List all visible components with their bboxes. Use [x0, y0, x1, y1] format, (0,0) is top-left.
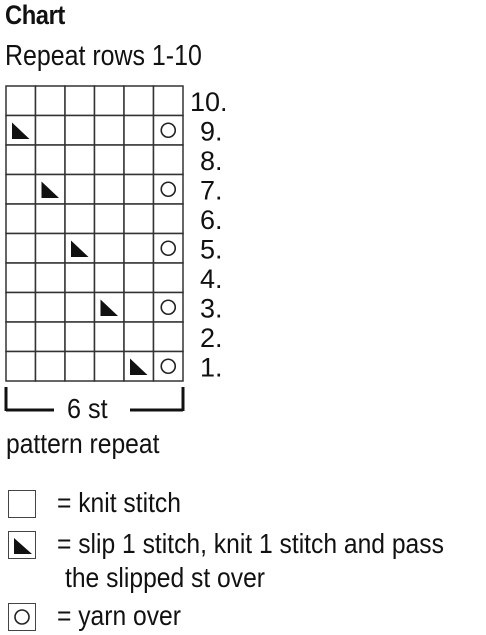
row-number-label: 1.: [200, 353, 223, 383]
chart-cell: [34, 144, 66, 176]
slip-stitch-symbol: [41, 181, 59, 198]
chart-cell: [34, 232, 66, 264]
row-number-label: 9.: [200, 117, 223, 147]
row-number-label: 4.: [200, 264, 223, 294]
chart-cell: [64, 232, 96, 264]
chart-cell: [93, 350, 125, 382]
empty-square-icon: [8, 490, 36, 518]
yarn-over-symbol: [160, 181, 177, 198]
black-triangle-icon: [8, 531, 36, 559]
chart-cell: [93, 262, 125, 294]
row-number-label: 10.: [190, 87, 228, 117]
chart-cell: [123, 203, 155, 235]
row-number-label: 7.: [200, 176, 223, 206]
chart-cell: [64, 85, 96, 117]
slip-stitch-symbol: [12, 122, 30, 139]
chart-cell: [64, 114, 96, 146]
chart-cell: [152, 85, 184, 117]
yarn-over-symbol: [160, 299, 177, 316]
chart-cell: [34, 350, 66, 382]
chart-cell: [93, 114, 125, 146]
chart-cell: [152, 232, 184, 264]
slip-stitch-symbol: [130, 358, 148, 375]
circle-icon: [8, 603, 36, 631]
slip-stitch-symbol: [71, 240, 89, 257]
slip-stitch-symbol: [100, 299, 118, 316]
chart-cell: [93, 203, 125, 235]
chart-cell: [152, 144, 184, 176]
chart-cell: [123, 114, 155, 146]
chart-cell: [5, 350, 37, 382]
chart-cell: [123, 232, 155, 264]
chart-title: Chart: [5, 0, 65, 30]
chart-cell: [93, 232, 125, 264]
legend-text-knit: = knit stitch: [57, 487, 181, 518]
chart-subtitle: Repeat rows 1-10: [5, 40, 202, 72]
chart-cell: [5, 203, 37, 235]
chart-cell: [5, 262, 37, 294]
chart-cell: [64, 144, 96, 176]
legend-text-slip: = slip 1 stitch, knit 1 stitch and pass: [57, 528, 444, 559]
chart-cell: [93, 85, 125, 117]
row-number-label: 2.: [200, 323, 223, 353]
chart-cell: [34, 262, 66, 294]
chart-cell: [93, 321, 125, 353]
chart-cell: [123, 144, 155, 176]
chart-cell: [64, 203, 96, 235]
chart-cell: [5, 232, 37, 264]
row-number-label: 3.: [200, 294, 223, 324]
chart-cell: [152, 114, 184, 146]
chart-cell: [5, 85, 37, 117]
chart-cell: [64, 262, 96, 294]
chart-cell: [34, 85, 66, 117]
chart-cell: [5, 114, 37, 146]
legend-text-slip-cont: the slipped st over: [65, 562, 265, 593]
chart-cell: [64, 173, 96, 205]
chart-cell: [152, 291, 184, 323]
chart-cell: [64, 291, 96, 323]
chart-cell: [64, 321, 96, 353]
row-number-label: 6.: [200, 205, 223, 235]
chart-cell: [5, 321, 37, 353]
chart-cell: [93, 144, 125, 176]
yarn-over-symbol: [160, 358, 177, 375]
chart-cell: [34, 291, 66, 323]
chart-cell: [152, 203, 184, 235]
chart-cell: [34, 173, 66, 205]
chart-cell: [152, 173, 184, 205]
row-number-label: 8.: [200, 146, 223, 176]
yarn-over-symbol: [160, 240, 177, 257]
chart-cell: [152, 350, 184, 382]
legend-text-yo: = yarn over: [57, 600, 181, 631]
chart-cell: [93, 291, 125, 323]
chart-cell: [64, 350, 96, 382]
chart-cell: [123, 262, 155, 294]
pattern-repeat-label: pattern repeat: [6, 428, 160, 459]
chart-cell: [152, 262, 184, 294]
chart-cell: [152, 321, 184, 353]
chart-cell: [5, 144, 37, 176]
chart-cell: [34, 114, 66, 146]
chart-cell: [123, 321, 155, 353]
chart-cell: [123, 291, 155, 323]
stitch-count-label: 6 st: [67, 393, 108, 424]
chart-cell: [34, 321, 66, 353]
chart-cell: [123, 85, 155, 117]
knitting-chart: 10.9.8.7.6.5.4.3.2.1.: [4, 85, 228, 412]
chart-cell: [93, 173, 125, 205]
chart-cell: [123, 173, 155, 205]
chart-cell: [5, 291, 37, 323]
chart-cell: [34, 203, 66, 235]
chart-cell: [5, 173, 37, 205]
row-number-label: 5.: [200, 235, 223, 265]
chart-cell: [123, 350, 155, 382]
yarn-over-symbol: [160, 122, 177, 139]
